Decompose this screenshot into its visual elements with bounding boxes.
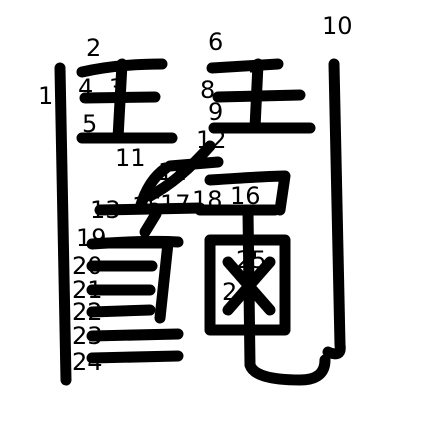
stroke-26	[242, 206, 331, 386]
stroke-label-19: 19	[76, 224, 107, 252]
stroke-label-7: 7	[248, 66, 263, 94]
stroke-label-1: 1	[38, 82, 53, 110]
stroke-label-21: 21	[72, 276, 103, 304]
stroke-label-20: 20	[72, 252, 103, 280]
stroke-22	[86, 304, 156, 318]
stroke-label-23: 23	[72, 322, 103, 350]
stroke-12	[144, 140, 216, 202]
stroke-24	[86, 350, 184, 364]
stroke-10	[322, 58, 346, 360]
stroke-label-10: 10	[322, 12, 353, 40]
stroke-23	[86, 328, 184, 342]
stroke-label-5: 5	[82, 110, 97, 138]
stroke-1	[54, 62, 72, 386]
stroke-14	[164, 156, 224, 172]
stroke-label-2: 2	[86, 34, 101, 62]
stroke-6	[206, 58, 284, 74]
stroke-label-22: 22	[72, 298, 103, 326]
stroke-27	[222, 256, 276, 316]
stroke-label-17: 17	[160, 190, 191, 218]
stroke-label-8: 8	[200, 76, 215, 104]
stroke-label-26: 2	[222, 278, 237, 306]
stroke-25	[204, 234, 291, 336]
stroke-label-12: 12	[196, 126, 227, 154]
stroke-label-9: 9	[208, 98, 223, 126]
stroke-label-4: 4	[78, 74, 93, 102]
stroke-label-18: 18	[192, 186, 223, 214]
stroke-16	[204, 170, 291, 216]
stroke-19	[86, 235, 184, 250]
stroke-label-13: 13	[90, 196, 121, 224]
stroke-label-14: 14	[158, 158, 189, 186]
stroke-13	[94, 202, 206, 216]
stroke-label-15: 15	[132, 192, 163, 220]
stroke-label-11: 11	[115, 144, 146, 172]
stroke-label-25: 25	[236, 246, 267, 274]
stroke-label-24: 24	[72, 348, 103, 376]
stroke-8	[249, 58, 264, 134]
stroke-label-16: 16	[230, 182, 261, 210]
stroke-15	[139, 208, 162, 238]
stroke-number-labels: 1 2 3 4 5 6 7 8 9 10 11 12 13 14 15 16 1…	[38, 12, 353, 376]
stroke-4	[112, 58, 128, 144]
stroke-label-6: 6	[208, 28, 223, 56]
character-strokes	[54, 58, 346, 386]
stroke-11	[134, 162, 172, 214]
stroke-label-3: 3	[109, 74, 124, 102]
